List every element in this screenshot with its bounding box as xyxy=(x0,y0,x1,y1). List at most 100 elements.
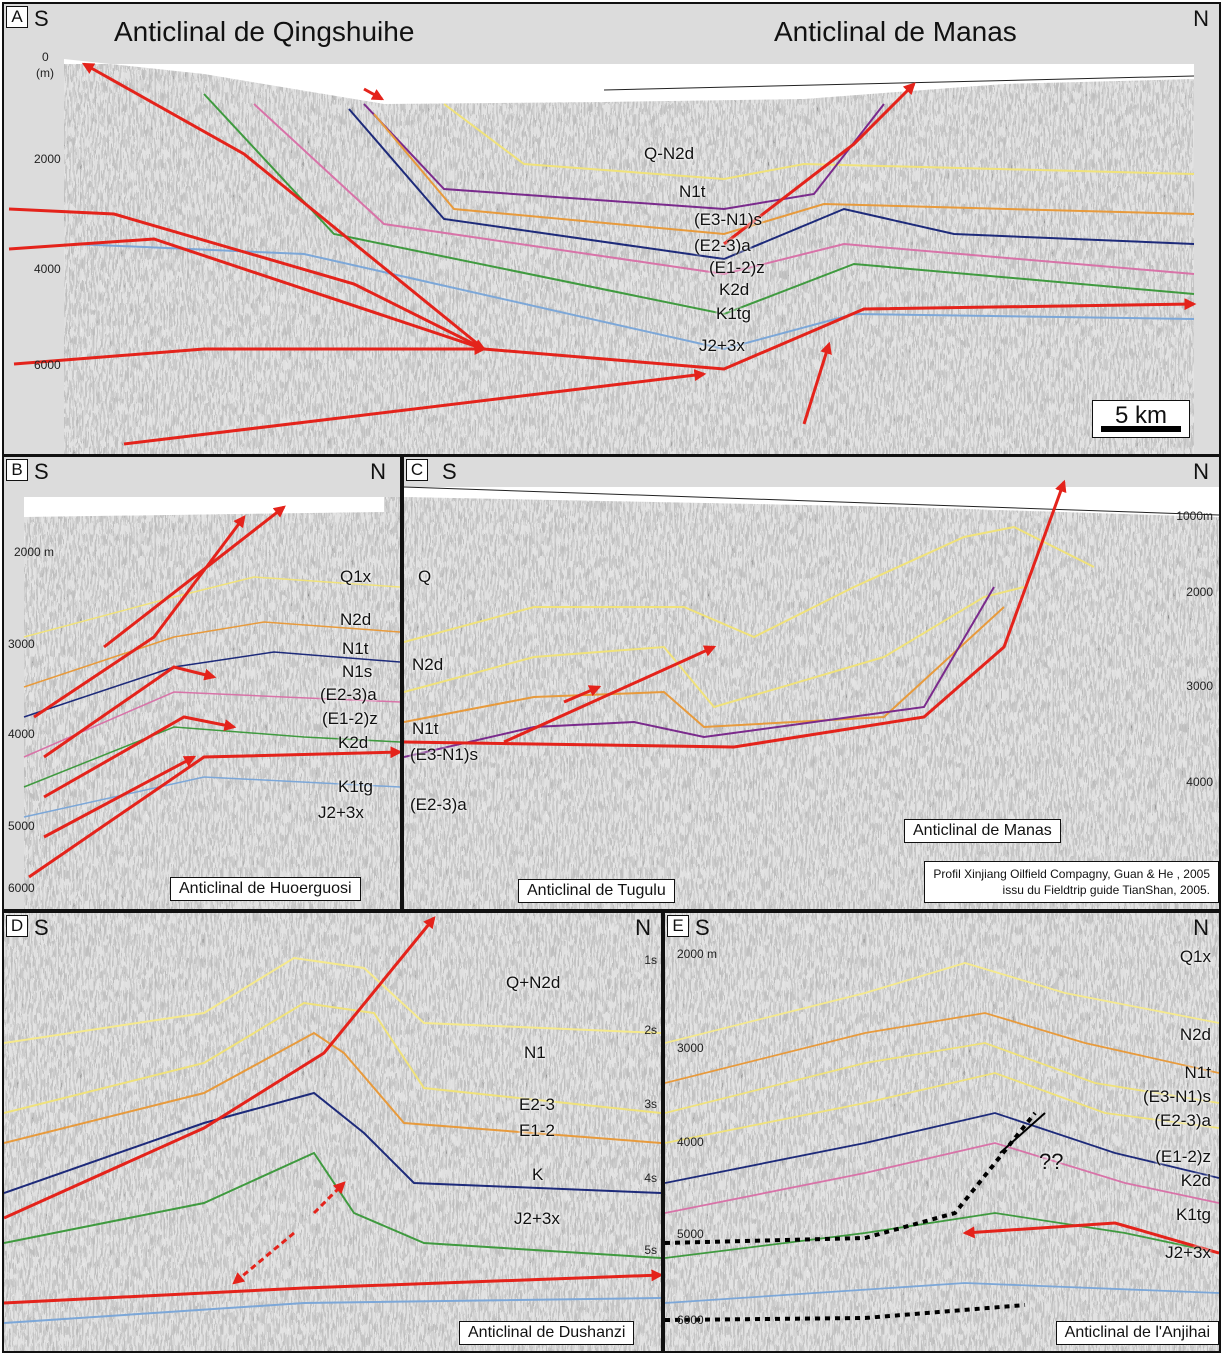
scale-bar: 5 km xyxy=(1092,400,1190,438)
layer-label: J2+3x xyxy=(1165,1243,1211,1262)
layer-label: K2d xyxy=(719,280,750,299)
layer-label: N2d xyxy=(1179,1025,1211,1044)
direction-south: S xyxy=(34,6,49,31)
horizon-navy xyxy=(348,108,1195,261)
depth-label: 6000 xyxy=(34,358,61,372)
direction-north: N xyxy=(1193,6,1209,31)
direction-south: S xyxy=(34,459,49,484)
panel-caption-left: Anticlinal de Tugulu xyxy=(518,879,675,903)
depth-label: 6000 xyxy=(8,881,35,895)
horizon-purple xyxy=(363,103,885,211)
layer-label: N1t xyxy=(679,182,706,201)
depth-label: 4000 xyxy=(34,262,61,276)
depth-label: 0 xyxy=(42,50,49,64)
horizon-blue xyxy=(73,243,1195,351)
horizon-pink xyxy=(253,103,1195,276)
source-credit: Profil Xinjiang Oilfield Compagny, Guan … xyxy=(924,861,1219,903)
depth-label: 4000 xyxy=(8,727,35,741)
layer-label: K2d xyxy=(1180,1171,1211,1190)
layer-label: (E2-3)a xyxy=(410,795,467,814)
seismic-section-d xyxy=(4,913,661,1351)
layer-label: N1s xyxy=(342,662,373,681)
scale-bar-line xyxy=(1101,426,1181,432)
depth-label: 2000 xyxy=(1186,585,1213,599)
layer-label: N2d xyxy=(340,610,372,629)
layer-label: (E2-3)a xyxy=(1154,1111,1211,1130)
time-label: 4s xyxy=(644,1171,657,1185)
layer-label: K xyxy=(532,1165,544,1184)
layer-label: Q1x xyxy=(1179,947,1211,966)
source-credit-line: issu du Fieldtrip guide TianShan, 2005. xyxy=(1002,883,1210,897)
title-manas: Anticlinal de Manas xyxy=(774,16,1017,47)
layer-label: (E3-N1)s xyxy=(1142,1087,1211,1106)
depth-label: 3000 xyxy=(677,1041,704,1055)
time-label: 2s xyxy=(644,1023,657,1037)
panel-a: A S N Anticlinal de Qingshuihe Anticlina… xyxy=(2,2,1221,456)
panel-letter: C xyxy=(406,459,428,481)
layer-label: Q xyxy=(418,567,432,586)
panel-b: B S N 2000 m 3000 4000 5000 6000 Q1x N2d… xyxy=(2,455,402,911)
panel-e: E S N 2000 m 3000 4000 5000 6000 Q1x N2d… xyxy=(663,911,1221,1353)
layer-label: E2-3 xyxy=(519,1095,555,1114)
direction-north: N xyxy=(370,459,386,484)
panel-caption: Anticlinal de Dushanzi xyxy=(459,1321,635,1345)
depth-label: (m) xyxy=(36,66,54,80)
time-label: 3s xyxy=(644,1097,657,1111)
layer-label: N2d xyxy=(412,655,444,674)
panel-c: C S N 1000m 2000 3000 4000 Q N2d N1t (E3… xyxy=(402,455,1221,911)
direction-north: N xyxy=(1193,459,1209,484)
inferred-fault-lines-e xyxy=(665,1111,1037,1322)
depth-label: 1000m xyxy=(1176,509,1213,523)
panel-letter: D xyxy=(6,915,28,937)
fault-lines-e xyxy=(962,1221,1219,1255)
direction-south: S xyxy=(34,915,49,940)
panel-d: D S N 1s 2s 3s 4s 5s Q+N2d N1 E2-3 E1-2 … xyxy=(2,911,663,1353)
panel-caption: Anticlinal de l'Anjihai xyxy=(1055,1321,1219,1345)
panel-caption: Anticlinal de Huoerguosi xyxy=(170,877,361,901)
depth-label: 6000 xyxy=(677,1313,704,1327)
depth-label: 2000 xyxy=(34,152,61,166)
direction-north: N xyxy=(635,915,651,940)
layer-label: Q-N2d xyxy=(644,144,695,163)
depth-label: 5000 xyxy=(8,819,35,833)
fault-lines-d xyxy=(4,916,661,1305)
layer-label: (E1-2)z xyxy=(322,709,378,728)
direction-south: S xyxy=(442,459,457,484)
seismic-section-e xyxy=(665,913,1219,1351)
depth-label: 2000 m xyxy=(14,545,55,559)
panel-caption-right: Anticlinal de Manas xyxy=(904,819,1061,843)
uncertainty-mark: ?? xyxy=(1039,1149,1064,1174)
layer-label: J2+3x xyxy=(514,1209,560,1228)
layer-label: J2+3x xyxy=(699,336,745,355)
fault-lines-c xyxy=(404,479,1067,749)
layer-label: (E2-3)a xyxy=(694,236,751,255)
time-label: 1s xyxy=(644,953,657,967)
layer-label: (E3-N1)s xyxy=(694,210,763,229)
layer-label: K2d xyxy=(338,733,369,752)
layer-label: Q1x xyxy=(340,567,372,586)
depth-label: 3000 xyxy=(8,637,35,651)
layer-label: K1tg xyxy=(1176,1205,1211,1224)
layer-label: N1t xyxy=(412,719,439,738)
layer-label: (E2-3)a xyxy=(320,685,377,704)
layer-label: J2+3x xyxy=(318,803,364,822)
layer-label: Q+N2d xyxy=(506,973,561,992)
horizon-orange xyxy=(373,113,1195,236)
layer-label: (E1-2)z xyxy=(1155,1147,1211,1166)
scale-bar-label: 5 km xyxy=(1114,402,1167,429)
panel-letter: E xyxy=(667,915,689,937)
layer-label: N1t xyxy=(342,639,369,658)
fault-lines-a xyxy=(8,62,1197,446)
layer-label: N1t xyxy=(1184,1063,1211,1082)
layer-label: N1 xyxy=(524,1043,546,1062)
fault-lines-b xyxy=(28,505,400,879)
horizon-yellow xyxy=(443,103,1195,181)
layer-label: (E3-N1)s xyxy=(410,745,479,764)
title-qingshuihe: Anticlinal de Qingshuihe xyxy=(114,16,415,47)
seismic-section-b xyxy=(23,497,400,909)
time-label: 5s xyxy=(644,1243,657,1257)
depth-label: 4000 xyxy=(677,1135,704,1149)
depth-label: 2000 m xyxy=(677,947,718,961)
depth-label: 3000 xyxy=(1186,679,1213,693)
direction-south: S xyxy=(695,915,710,940)
